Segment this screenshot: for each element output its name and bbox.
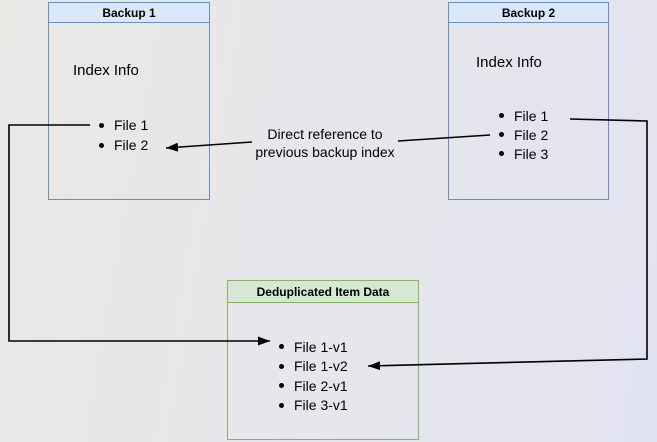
backup2-header: Backup 2: [449, 3, 608, 23]
bullet-icon: [99, 122, 104, 128]
bullet-icon: [99, 142, 104, 148]
backup1-index-info-label: Index Info: [73, 62, 139, 79]
bullet-icon: [499, 132, 504, 137]
list-item: File 1: [499, 106, 548, 125]
backup1-box: Backup 1: [48, 2, 210, 200]
bullet-icon: [279, 344, 284, 350]
dedup-title: Deduplicated Item Data: [256, 284, 390, 299]
backup1-header: Backup 1: [49, 3, 209, 23]
dedup-file-list: File 1-v1 File 1-v2 File 2-v1 File 3-v1: [279, 337, 348, 415]
list-item-label: File 1-v2: [294, 358, 348, 375]
bullet-icon: [499, 113, 504, 118]
backup1-title: Backup 1: [102, 5, 156, 20]
list-item: File 3: [499, 144, 548, 163]
annotation-line1: Direct reference to: [267, 126, 383, 142]
list-item-label: File 1: [514, 107, 549, 124]
list-item: File 2: [99, 135, 148, 155]
list-item-label: File 2: [514, 126, 549, 143]
backup2-box: Backup 2: [448, 2, 609, 200]
bullet-icon: [499, 151, 504, 156]
bullet-icon: [279, 363, 284, 369]
list-item-label: File 2-v1: [294, 377, 348, 394]
dedup-header: Deduplicated Item Data: [228, 281, 418, 303]
backup2-file-list: File 1 File 2 File 3: [499, 106, 548, 163]
bullet-icon: [279, 402, 284, 408]
direct-reference-annotation: Direct reference to previous backup inde…: [240, 126, 410, 161]
list-item: File 1: [99, 115, 148, 135]
list-item: File 1-v2: [279, 357, 348, 377]
list-item-label: File 1-v1: [294, 338, 348, 355]
list-item: File 3-v1: [279, 396, 348, 416]
annotation-line2: previous backup index: [255, 143, 395, 160]
list-item-label: File 2: [114, 137, 149, 153]
bullet-icon: [279, 383, 284, 389]
list-item-label: File 1: [114, 117, 149, 133]
list-item-label: File 3: [514, 145, 549, 162]
backup2-title: Backup 2: [501, 5, 556, 20]
list-item: File 1-v1: [279, 337, 348, 357]
list-item: File 2: [499, 125, 548, 144]
backup1-file-list: File 1 File 2: [99, 115, 148, 155]
list-item-label: File 3-v1: [294, 397, 348, 414]
list-item: File 2-v1: [279, 376, 348, 396]
backup2-index-info-label: Index Info: [476, 54, 542, 71]
